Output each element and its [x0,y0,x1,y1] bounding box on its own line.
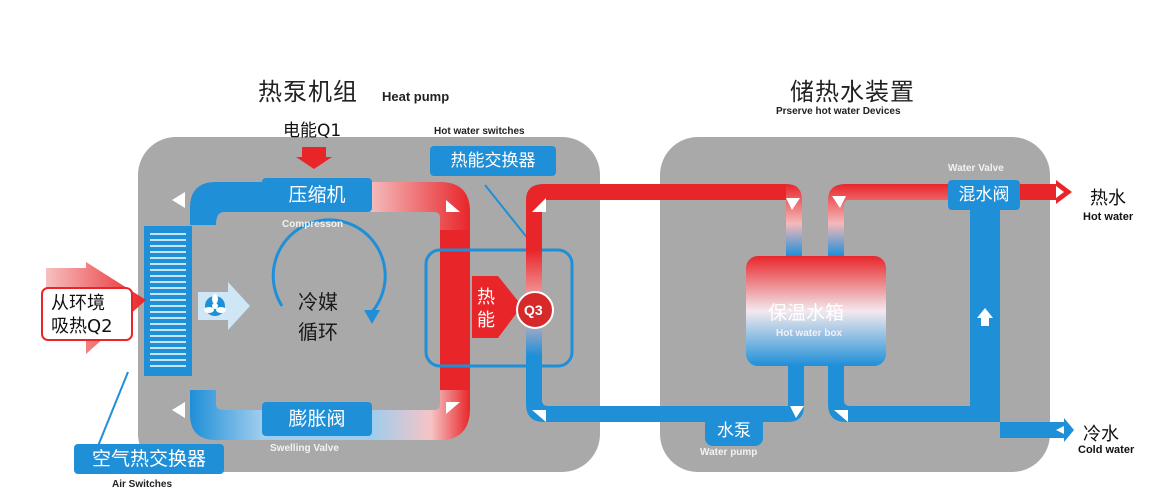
flow-arrow-icon [832,196,846,208]
heat-pump-title: 热泵机组 [258,78,358,106]
storage-title-en: Prserve hot water Devices [776,106,901,117]
flow-arrow-icon [834,410,848,422]
flow-arrow-icon [446,200,460,212]
ambient-heat-box [41,287,133,341]
hot-water-tank [746,256,886,366]
expansion-valve-label: 膨胀阀 [262,402,372,436]
expansion-valve-label-en: Swelling Valve [270,443,339,454]
heat-pump-title-en: Heat pump [382,89,450,104]
flow-arrow-icon [446,402,460,414]
compressor-label-en: Compresson [282,219,344,230]
flow-arrow-icon [981,318,989,326]
refrigerant-cycle-label-line2: 循环 [298,320,338,344]
cold-water-in-label: 冷水 [1083,424,1119,445]
flow-arrow-icon [1056,426,1064,434]
ambient-heat-label-line2: 吸热Q2 [51,316,113,337]
flow-arrow-icon [1056,186,1064,198]
storage-title: 储热水装置 [790,78,915,106]
water-pump-label: 水泵 [705,416,763,446]
air-heat-exchanger-coil [144,226,192,376]
flow-arrow-icon [790,406,804,418]
tank-label-en: Hot water box [776,328,843,339]
heat-energy-label-line1: 热 [477,287,495,308]
mixing-valve-label: 混水阀 [948,180,1020,210]
flow-arrow-icon [532,198,546,212]
refrigerant-cycle-label-line1: 冷媒 [298,290,338,314]
heat-exchanger-outline [424,248,574,368]
q3-label: Q3 [524,302,543,318]
compressor-label: 压缩机 [262,178,372,212]
flow-arrow-icon [172,402,185,418]
heat-exchanger-label: 热能交换器 [430,146,556,176]
ambient-heat-label-line1: 从环境 [51,293,105,314]
air-exchanger-label-en: Air Switches [112,479,173,490]
hot-water-out-label: 热水 [1090,188,1126,209]
fan-icon [198,282,250,330]
air-exchanger-label: 空气热交换器 [74,444,224,474]
heat-exchanger-pointer [484,184,534,246]
flow-arrow-icon [977,308,993,318]
heat-energy-arrow [472,276,522,338]
refrigerant-cycle-arrow-icon [271,218,387,324]
water-pump-label-en: Water pump [700,447,758,458]
hot-water-out-label-en: Hot water [1083,211,1134,223]
flow-arrow-icon [172,192,185,208]
tank-label: 保温水箱 [768,302,845,324]
heat-exchanger-label-en: Hot water switches [434,126,525,137]
power-input-label: 电能Q1 [283,121,342,141]
flow-arrow-icon [786,198,800,210]
cold-water-in-label-en: Cold water [1078,444,1135,456]
power-input-arrow-icon [296,147,332,169]
flow-arrow-icon [532,410,546,422]
air-exchanger-pointer [97,371,129,447]
heat-energy-label-line2: 能 [477,310,495,331]
q3-badge [516,291,554,329]
heat-pump-panel [138,137,600,472]
mixing-valve-label-en: Water Valve [948,163,1004,174]
